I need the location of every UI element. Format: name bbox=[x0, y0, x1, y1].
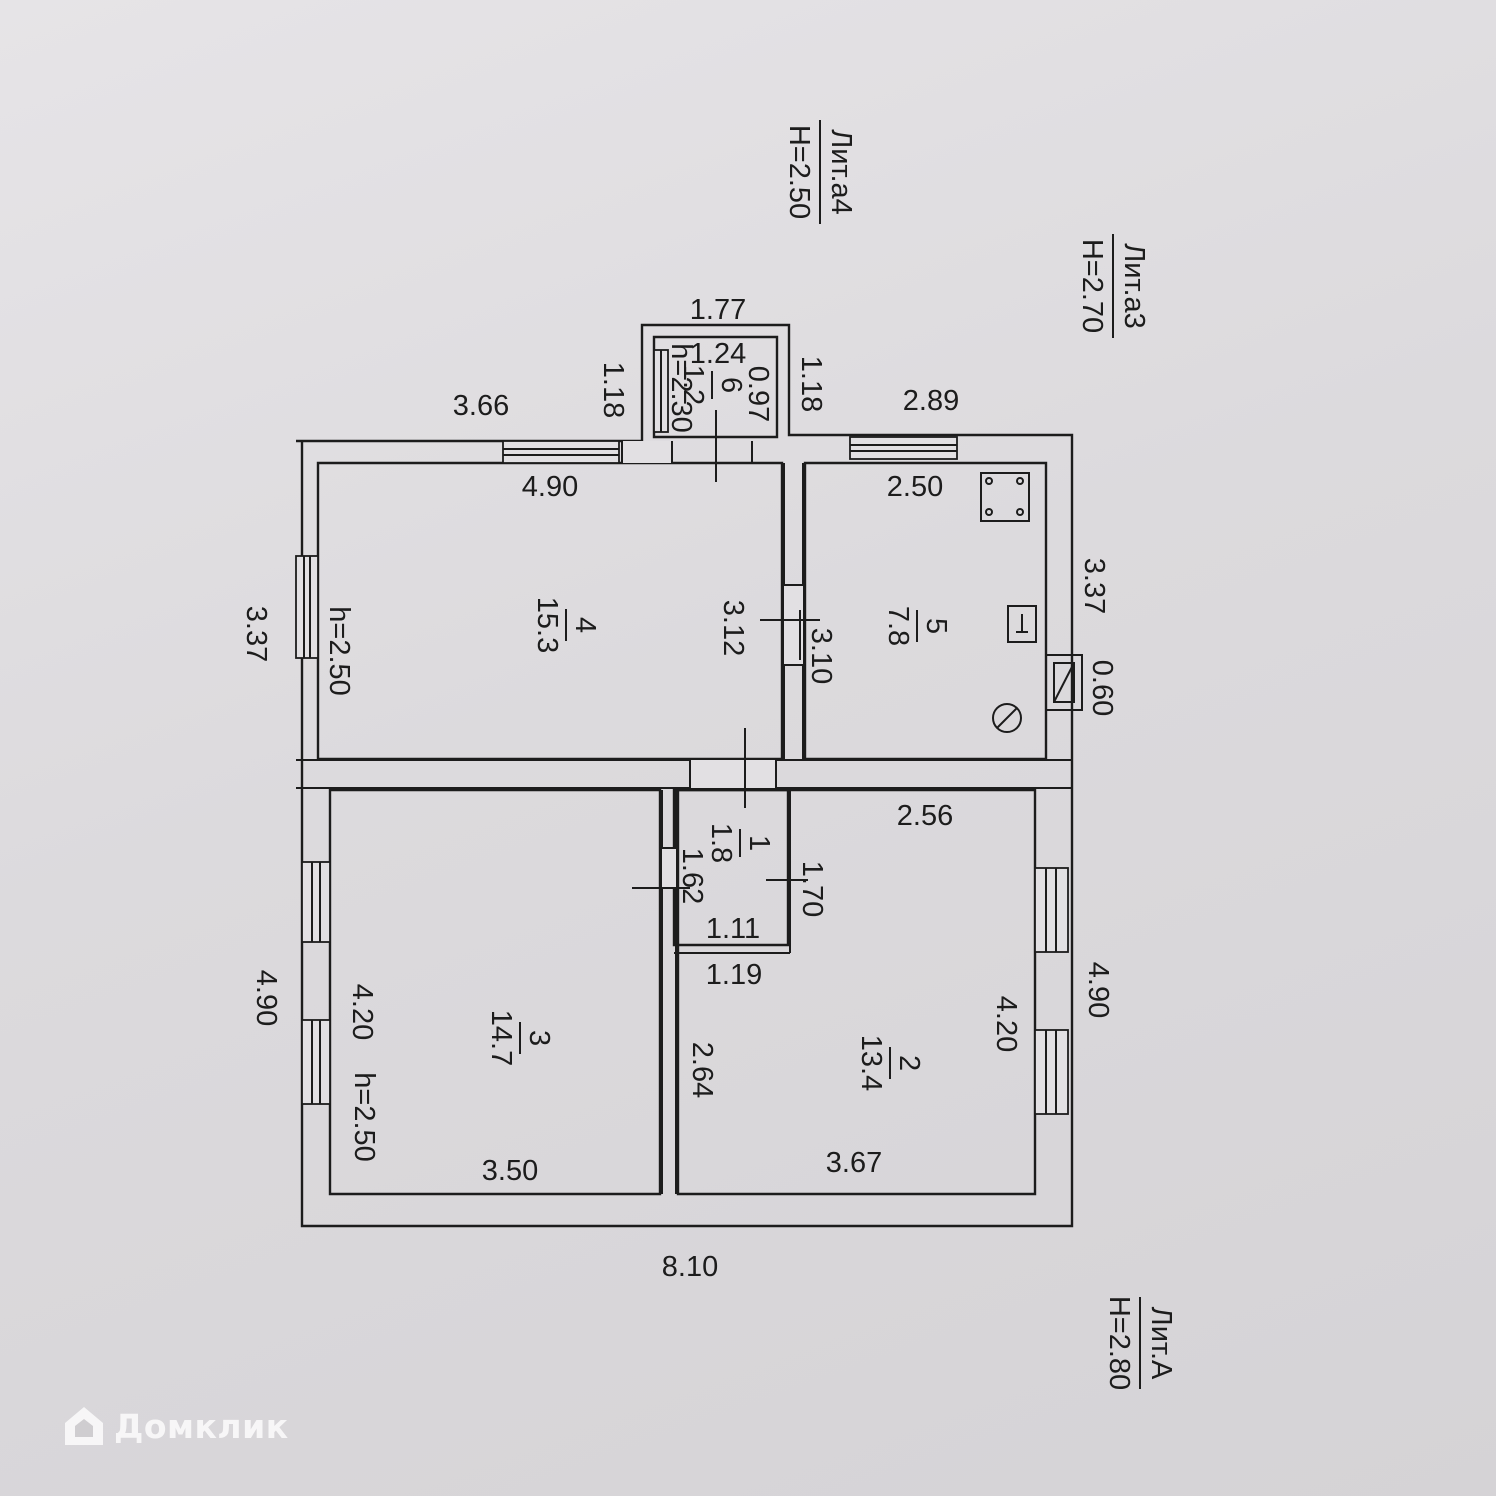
liter-a3-label: Лит.а3 H=2.70 bbox=[1076, 234, 1150, 338]
door-room4-to-room5 bbox=[784, 585, 803, 665]
room-2-outline bbox=[676, 788, 1037, 1196]
door-porch-to-room4 bbox=[622, 441, 672, 463]
dim-porch-inner-width: 1.24 bbox=[690, 338, 746, 370]
room-3-area: 14.7 bbox=[485, 1010, 517, 1066]
dim-room5-width: 2.50 bbox=[887, 471, 943, 503]
room-5-label: 5 7.8 bbox=[882, 606, 952, 646]
outer-wall-outline bbox=[296, 323, 1074, 1228]
door-hall-to-room3 bbox=[662, 848, 676, 888]
room-4-number: 4 bbox=[569, 617, 601, 633]
dim-room3-depth: 4.20 bbox=[346, 984, 378, 1040]
dim-total-width: 8.10 bbox=[662, 1251, 718, 1283]
room-5-area: 7.8 bbox=[882, 606, 914, 646]
sink-icon bbox=[1007, 605, 1037, 643]
room-4-area: 15.3 bbox=[531, 597, 563, 653]
porch-ceiling-height: h=2.30 bbox=[665, 343, 697, 433]
room-3-number: 3 bbox=[523, 1030, 555, 1046]
liter-a-label: Лит.А H=2.80 bbox=[1103, 1296, 1177, 1390]
room-1-area: 1.8 bbox=[705, 823, 737, 863]
watermark: Домклик bbox=[62, 1404, 289, 1448]
room-2-number: 2 bbox=[893, 1055, 925, 1071]
dim-room4-depth: 3.12 bbox=[717, 600, 749, 656]
room4-ceiling-height: h=2.50 bbox=[323, 606, 355, 696]
dim-porch-left-outer: 1.18 bbox=[597, 362, 629, 418]
dim-room4-width: 4.90 bbox=[522, 471, 578, 503]
dim-room2-lower-left: 2.64 bbox=[686, 1042, 718, 1098]
liter-a3-height: H=2.70 bbox=[1076, 239, 1108, 333]
window-top-left bbox=[502, 440, 620, 464]
dimension-ticks bbox=[632, 410, 820, 889]
walls bbox=[296, 323, 1074, 1228]
room-1-number: 1 bbox=[743, 835, 775, 851]
dim-top-right-outer: 2.89 bbox=[903, 385, 959, 417]
window-left-lower-1 bbox=[301, 861, 331, 943]
dim-hall-right: 1.70 bbox=[796, 861, 828, 917]
room-5-number: 5 bbox=[920, 618, 952, 634]
liter-a4-label: Лит.а4 H=2.50 bbox=[783, 120, 857, 224]
room-1-label: 1 1.8 bbox=[705, 823, 775, 863]
windows bbox=[295, 349, 1069, 1115]
window-top-right bbox=[849, 436, 958, 460]
dim-room2-width: 3.67 bbox=[826, 1147, 882, 1179]
dim-left-lower-outer: 4.90 bbox=[250, 970, 282, 1026]
dim-chimney: 0.60 bbox=[1086, 660, 1118, 716]
dim-room2-top-width: 2.56 bbox=[897, 800, 953, 832]
dim-porch-outer-width: 1.77 bbox=[690, 294, 746, 326]
window-right-lower-2 bbox=[1034, 1029, 1069, 1115]
room-6-number: 6 bbox=[715, 377, 747, 393]
dim-porch-inner-depth: 0.97 bbox=[742, 366, 774, 422]
dim-porch-right-outer: 1.18 bbox=[795, 356, 827, 412]
room3-ceiling-height: h=2.50 bbox=[348, 1072, 380, 1162]
hall-1-outline bbox=[672, 788, 790, 947]
dim-hall-left: 1.62 bbox=[676, 848, 708, 904]
liter-a4-height: H=2.50 bbox=[783, 125, 815, 219]
dim-top-left-outer: 3.66 bbox=[453, 390, 509, 422]
room-6-label: 6 1.2 bbox=[677, 365, 747, 405]
room-4-label: 4 15.3 bbox=[531, 597, 601, 653]
watermark-text: Домклик bbox=[114, 1406, 289, 1446]
dim-right-upper-outer: 3.37 bbox=[1078, 558, 1110, 614]
room-6-area: 1.2 bbox=[677, 365, 709, 405]
window-left-lower-2 bbox=[301, 1019, 331, 1105]
room-2-area: 13.4 bbox=[855, 1035, 887, 1091]
stove-icon bbox=[980, 472, 1030, 522]
window-porch-left bbox=[653, 349, 669, 433]
house-logo-icon bbox=[65, 1407, 103, 1445]
dim-hall-bottom: 1.19 bbox=[706, 959, 762, 991]
window-left-upper bbox=[295, 555, 319, 659]
boiler-icon bbox=[1045, 654, 1083, 711]
room-2-label: 2 13.4 bbox=[855, 1035, 925, 1091]
liter-a-name: Лит.А bbox=[1145, 1307, 1177, 1380]
dim-left-upper-outer: 3.37 bbox=[240, 606, 272, 662]
dim-room5-depth: 3.10 bbox=[805, 628, 837, 684]
dim-right-lower-outer: 4.90 bbox=[1082, 962, 1114, 1018]
window-right-lower-1 bbox=[1034, 867, 1069, 953]
liter-a3-name: Лит.а3 bbox=[1118, 243, 1150, 329]
room-3-label: 3 14.7 bbox=[485, 1010, 555, 1066]
liter-a4-name: Лит.а4 bbox=[825, 129, 857, 215]
dim-room3-width: 3.50 bbox=[482, 1155, 538, 1187]
dim-room2-depth: 4.20 bbox=[990, 996, 1022, 1052]
doors bbox=[621, 441, 803, 889]
dim-hall-width: 1.11 bbox=[706, 913, 760, 945]
door-hall-to-room4 bbox=[690, 760, 776, 788]
liter-a-height: H=2.80 bbox=[1103, 1296, 1135, 1390]
gas-meter-icon bbox=[992, 703, 1022, 733]
